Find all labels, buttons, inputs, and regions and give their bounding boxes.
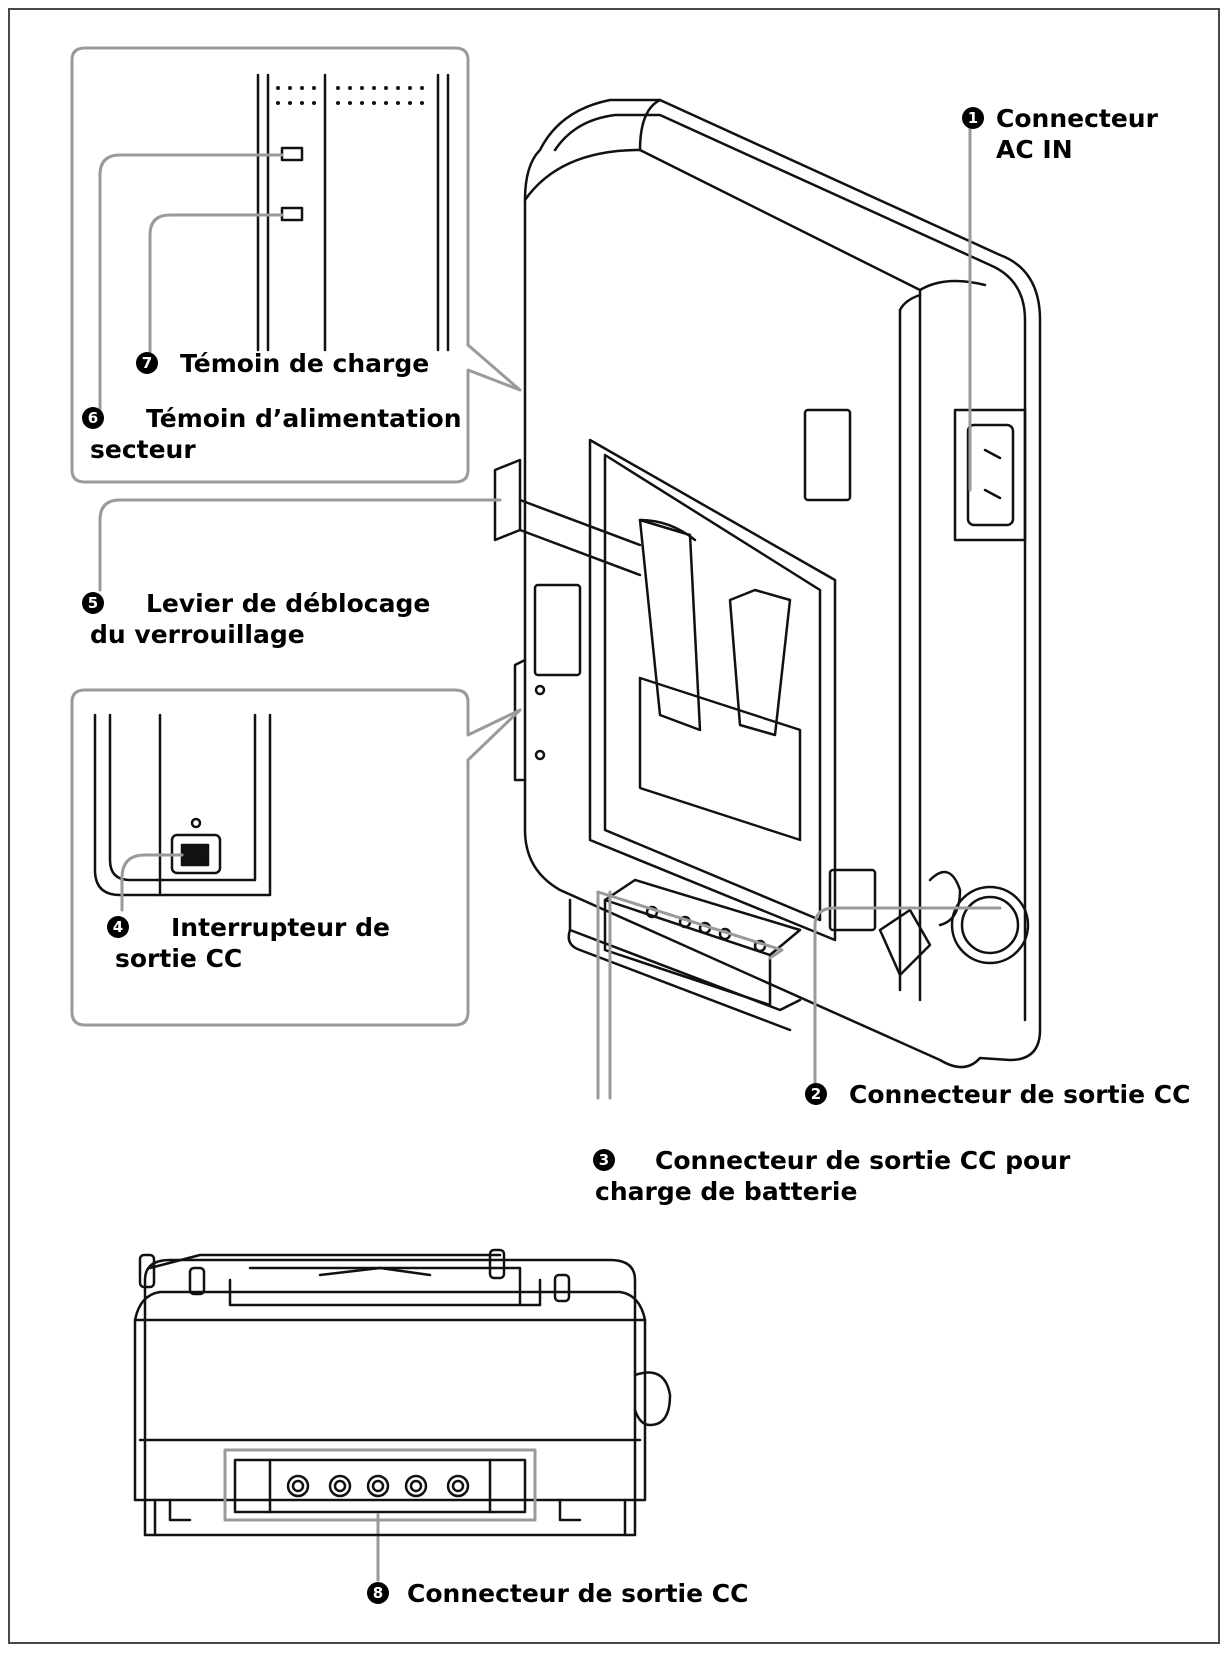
callout-ac-in-connector: 1 Connecteur AC IN [962, 103, 1158, 165]
callout-ac-power-indicator: 6 Témoin d’alimentation secteur [82, 403, 462, 465]
callout-number-3: 3 [593, 1149, 615, 1171]
lock-release-lever [493, 458, 642, 577]
callout-lock-release-lever: 5 Levier de déblocage du verrouillage [82, 588, 430, 650]
bottom-dc-out-connector [223, 1448, 537, 1522]
adaptor-bottom-view [133, 1248, 672, 1537]
callout-number-4: 4 [107, 916, 129, 938]
battery-mount-plate [588, 438, 837, 942]
battery-charge-connector [567, 878, 802, 1032]
callout-label-4: Interrupteur de sortie CC [115, 913, 390, 973]
callout-label-8: Connecteur de sortie CC [407, 1579, 749, 1608]
dc-out-connector [878, 870, 1030, 977]
callout-number-5: 5 [82, 592, 104, 614]
ac-in-socket [953, 408, 1027, 542]
callout-number-8: 8 [367, 1582, 389, 1604]
callout-label-7: Témoin de charge [180, 349, 430, 378]
callout-bottom-dc-out-connector: 8 Connecteur de sortie CC [367, 1578, 748, 1609]
callout-leaders [98, 118, 1002, 1582]
callout-number-7: 7 [136, 352, 158, 374]
callout-label-6: Témoin d’alimentation secteur [90, 404, 462, 464]
callout-number-1: 1 [962, 107, 984, 129]
adaptor-body [493, 98, 1042, 1069]
callout-label-2: Connecteur de sortie CC [849, 1080, 1191, 1109]
callout-label-3: Connecteur de sortie CC pour charge de b… [595, 1146, 1071, 1206]
indicator-inset [70, 46, 522, 484]
callout-battery-charge-connector: 3 Connecteur de sortie CC pour charge de… [593, 1145, 1070, 1207]
switch-inset [70, 688, 522, 1027]
callout-dc-output-switch: 4 Interrupteur de sortie CC [107, 912, 390, 974]
callout-dc-out-connector: 2 Connecteur de sortie CC [805, 1079, 1190, 1110]
callout-number-2: 2 [805, 1083, 827, 1105]
callout-label-5: Levier de déblocage du verrouillage [90, 589, 431, 649]
callout-charge-indicator: 7 Témoin de charge [136, 348, 429, 379]
callout-label-1: Connecteur AC IN [996, 104, 1158, 164]
diagram-frame [8, 8, 1220, 1644]
callout-number-6: 6 [82, 407, 104, 429]
